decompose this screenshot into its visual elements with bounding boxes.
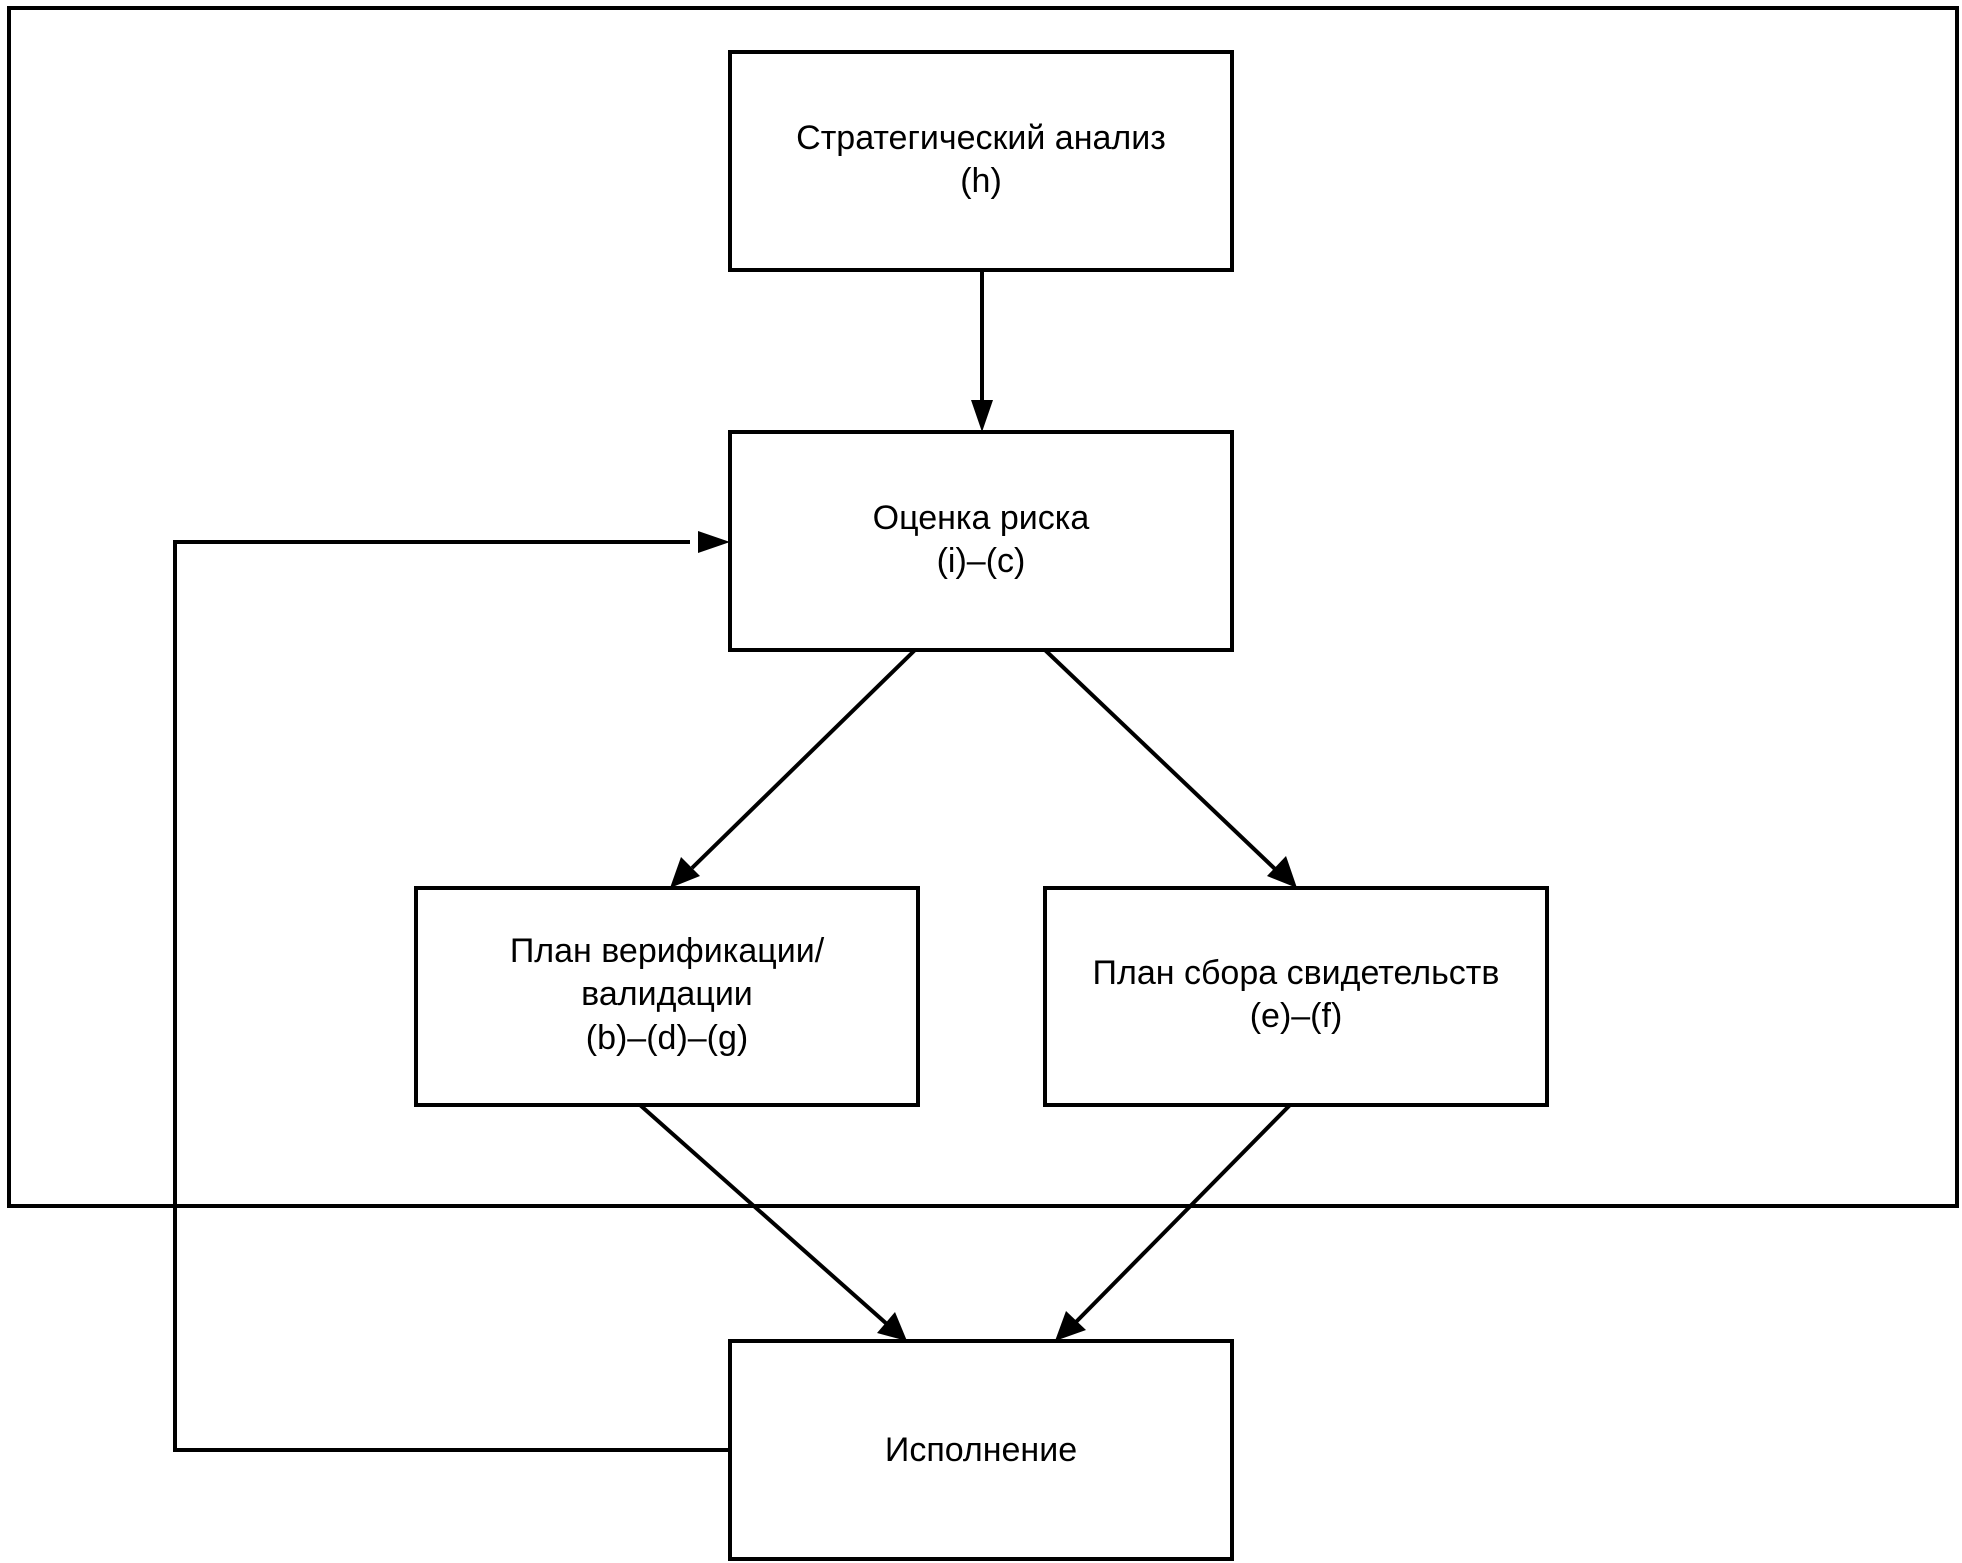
- node-evidence-plan-title: План сбора свидетельств: [1093, 954, 1500, 992]
- feedback-loop-execution-to-risk: [173, 540, 730, 1452]
- arrowhead-into-risk-top: [971, 400, 993, 432]
- node-execution-title: Исполнение: [885, 1431, 1077, 1469]
- arrow-verification-to-execution: [638, 1103, 890, 1327]
- node-risk-assessment: Оценка риска (i)–(c): [728, 430, 1234, 652]
- arrowhead-into-execution-left: [877, 1312, 907, 1341]
- arrowhead-into-risk-left: [698, 531, 730, 553]
- arrow-risk-to-evidence: [1043, 648, 1277, 871]
- node-risk-assessment-ref: (i)–(c): [937, 542, 1026, 580]
- node-evidence-plan: План сбора свидетельств (e)–(f): [1043, 886, 1549, 1107]
- node-verification-plan-ref: (b)–(d)–(g): [586, 1019, 748, 1057]
- node-verification-plan: План верификации/ валидации (b)–(d)–(g): [414, 886, 920, 1107]
- arrowhead-into-evidence: [1267, 856, 1297, 888]
- node-risk-assessment-title: Оценка риска: [873, 499, 1090, 537]
- arrowhead-into-verification: [670, 857, 700, 888]
- arrow-risk-to-verification: [690, 648, 917, 870]
- node-strategic-analysis-ref: (h): [960, 162, 1002, 200]
- node-strategic-analysis: Стратегический анализ (h): [728, 50, 1234, 272]
- node-verification-plan-line2: валидации: [581, 975, 753, 1013]
- node-evidence-plan-ref: (e)–(f): [1250, 997, 1343, 1035]
- enclosing-frame: [7, 6, 1959, 1208]
- node-verification-plan-line1: План верификации/: [510, 932, 825, 970]
- arrow-evidence-to-execution: [1072, 1103, 1292, 1326]
- arrowhead-into-execution-right: [1055, 1311, 1086, 1341]
- node-execution: Исполнение: [728, 1339, 1234, 1561]
- node-strategic-analysis-title: Стратегический анализ: [796, 119, 1166, 157]
